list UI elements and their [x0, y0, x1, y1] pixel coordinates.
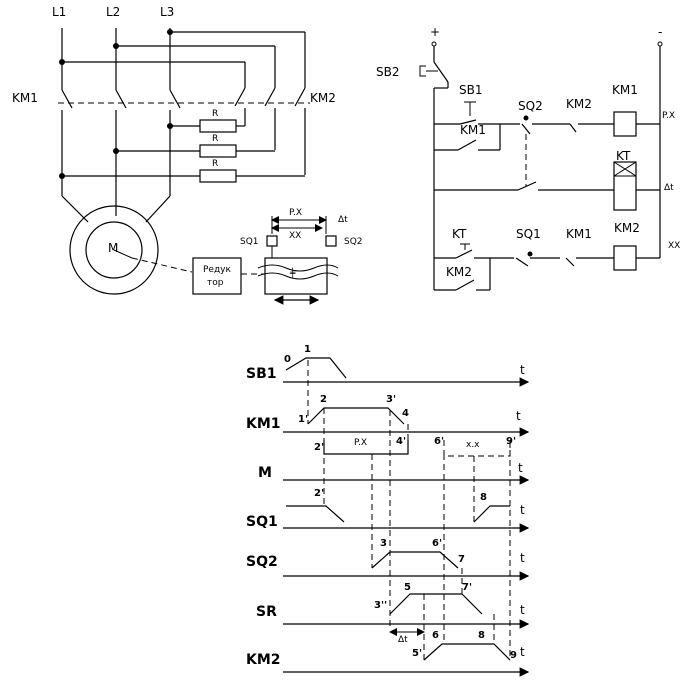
svg-text:2': 2' — [314, 488, 324, 499]
svg-text:6': 6' — [432, 538, 442, 549]
mechanism-body — [264, 257, 328, 295]
svg-text:Δt: Δt — [664, 183, 674, 193]
svg-text:KM1: KM1 — [460, 123, 486, 137]
svg-text:3': 3' — [386, 394, 396, 405]
svg-text:Δt: Δt — [398, 635, 408, 645]
svg-text:KM2: KM2 — [446, 265, 472, 279]
svg-text:тор: тор — [207, 278, 224, 288]
svg-text:R: R — [212, 134, 218, 144]
km1-power-label: KM1 — [12, 91, 38, 105]
motor-inner — [85, 221, 143, 279]
row-label-sq2: SQ2 — [246, 554, 278, 570]
limit-switch-sq1 — [266, 235, 278, 247]
svg-text:3'': 3'' — [374, 600, 387, 611]
svg-text:7: 7 — [458, 554, 465, 565]
svg-text:t: t — [520, 551, 525, 565]
svg-text:KM2: KM2 — [614, 221, 640, 235]
svg-text:KM1: KM1 — [612, 83, 638, 97]
svg-text:7': 7' — [462, 582, 472, 593]
phase-label-l2: L2 — [106, 5, 120, 19]
svg-text:KM1: KM1 — [566, 227, 592, 241]
timing-diagram: SB1 KM1 M SQ1 SQ2 SR KM2 t t t t t t t 0… — [246, 344, 530, 677]
motor-label: M — [108, 241, 118, 255]
svg-text:3: 3 — [380, 538, 387, 549]
svg-text:Редук: Редук — [203, 265, 232, 275]
row-label-km1: KM1 — [246, 416, 281, 432]
km2-coil — [613, 245, 637, 271]
svg-text:R: R — [212, 109, 218, 119]
svg-text:P.X: P.X — [354, 438, 367, 448]
svg-text:t: t — [516, 409, 521, 423]
svg-text:4': 4' — [396, 436, 406, 447]
km1-coil — [613, 111, 637, 137]
row-label-km2: KM2 — [246, 652, 281, 668]
svg-text:6: 6 — [432, 630, 439, 641]
svg-text:XX: XX — [668, 241, 680, 251]
svg-text:2': 2' — [314, 442, 324, 453]
resistor-2 — [199, 144, 237, 158]
svg-text:t: t — [520, 363, 525, 377]
svg-text:R: R — [212, 159, 218, 169]
svg-text:KT: KT — [452, 227, 467, 241]
phase-label-l3: L3 — [160, 5, 174, 19]
svg-text:9: 9 — [510, 650, 517, 661]
svg-text:8: 8 — [478, 630, 485, 641]
control-circuit: + - SB2 SB1 SQ2 KM2 KM1 P.X KM1 — [376, 25, 680, 291]
svg-text:5': 5' — [412, 648, 422, 659]
svg-text:8: 8 — [480, 492, 487, 503]
svg-text:6': 6' — [434, 436, 444, 447]
svg-text:P.X: P.X — [662, 111, 675, 121]
svg-text:SQ2: SQ2 — [344, 237, 363, 247]
svg-text:9': 9' — [506, 436, 516, 447]
svg-text:1: 1 — [304, 344, 311, 355]
resistor-1 — [199, 119, 237, 133]
svg-text:Δt: Δt — [338, 215, 348, 225]
resistor-3 — [199, 169, 237, 183]
sb2-label: SB2 — [376, 65, 399, 79]
svg-text:t: t — [520, 603, 525, 617]
km2-power-label: KM2 — [310, 91, 336, 105]
svg-text:t: t — [518, 461, 523, 475]
row-label-m: M — [258, 465, 272, 481]
power-circuit: L1 L2 L3 KM1 KM2 — [12, 5, 363, 305]
svg-text:P.X: P.X — [289, 208, 302, 218]
svg-text:SB1: SB1 — [459, 83, 482, 97]
reducer-box — [192, 257, 242, 295]
svg-text:SQ1: SQ1 — [240, 237, 259, 247]
svg-text:SQ1: SQ1 — [516, 227, 541, 241]
svg-text:5: 5 — [404, 582, 411, 593]
svg-text:0: 0 — [284, 354, 291, 365]
svg-text:XX: XX — [289, 231, 301, 241]
svg-text:+: + — [430, 25, 440, 39]
svg-text:t: t — [520, 645, 525, 659]
svg-text:╪: ╪ — [289, 267, 296, 279]
row-label-sr: SR — [256, 604, 277, 620]
svg-text:1': 1' — [298, 414, 308, 425]
svg-text:-: - — [658, 25, 662, 39]
row-label-sb1: SB1 — [246, 366, 277, 382]
svg-text:SQ2: SQ2 — [518, 99, 543, 113]
svg-text:KT: KT — [616, 149, 631, 163]
svg-text:4: 4 — [402, 408, 409, 419]
limit-switch-sq2 — [325, 235, 337, 247]
svg-text:x.x: x.x — [466, 440, 480, 450]
svg-text:t: t — [520, 503, 525, 517]
motor-outer — [69, 205, 159, 295]
phase-label-l1: L1 — [52, 5, 66, 19]
kt-coil — [613, 161, 637, 211]
svg-text:2: 2 — [320, 394, 327, 405]
row-label-sq1: SQ1 — [246, 514, 278, 530]
svg-text:KM2: KM2 — [566, 97, 592, 111]
